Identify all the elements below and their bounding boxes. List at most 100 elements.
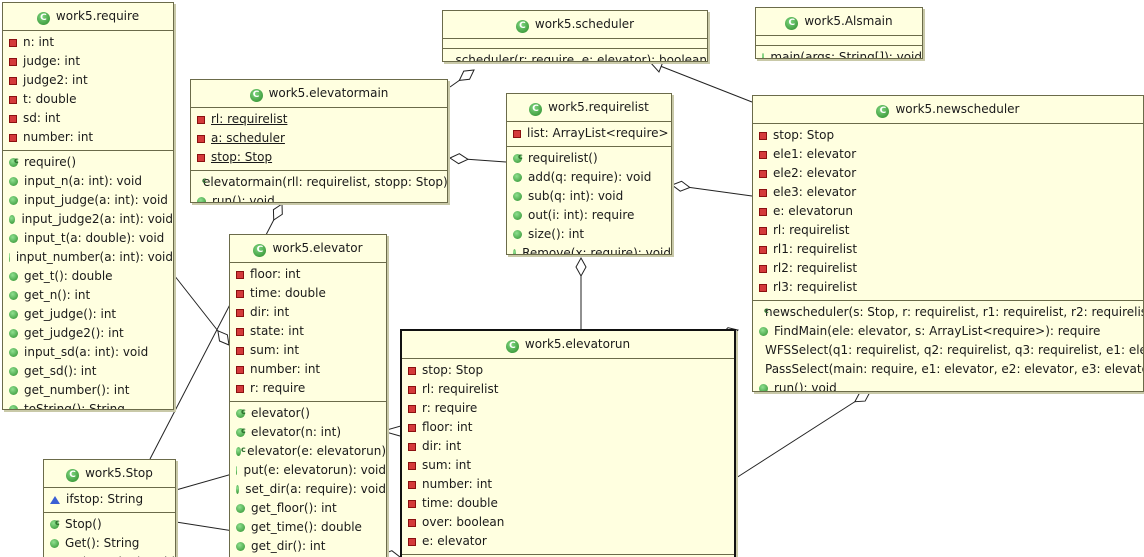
attribute-row[interactable]: ele2: elevator bbox=[753, 164, 1143, 183]
operation-row[interactable]: run(): void bbox=[753, 379, 1143, 391]
operation-row[interactable]: toString(): String bbox=[3, 400, 173, 409]
operation-row[interactable]: get_judge2(): int bbox=[3, 324, 173, 343]
operation-row[interactable]: WFSSelect(q1: requirelist, q2: requireli… bbox=[753, 341, 1143, 360]
operation-row[interactable]: get_n(): int bbox=[3, 286, 173, 305]
operation-row[interactable]: requirelist() bbox=[507, 147, 671, 168]
operation-row[interactable]: FindMain(ele: elevator, s: ArrayList<req… bbox=[753, 322, 1143, 341]
operation-row[interactable]: scheduler(r: require, e: elevator): bool… bbox=[443, 51, 707, 61]
attribute-text: rl1: requirelist bbox=[773, 242, 858, 256]
operation-text: run(): void bbox=[212, 194, 275, 203]
attribute-row[interactable]: number: int bbox=[230, 360, 386, 379]
attribute-row[interactable]: rl2: requirelist bbox=[753, 259, 1143, 278]
attribute-row[interactable]: floor: int bbox=[402, 418, 734, 437]
attribute-row[interactable]: sum: int bbox=[230, 341, 386, 360]
operation-row[interactable]: input_n(a: int): void bbox=[3, 172, 173, 191]
operations-section: elevatormain(rll: requirelist, stopp: St… bbox=[191, 171, 447, 203]
public-method-icon bbox=[236, 542, 245, 551]
attribute-row[interactable]: a: scheduler bbox=[191, 129, 447, 148]
attribute-row[interactable]: time: double bbox=[230, 284, 386, 303]
operation-row[interactable]: add(q: require): void bbox=[507, 168, 671, 187]
operation-row[interactable]: Remove(x: require): void bbox=[507, 244, 671, 254]
operation-row[interactable]: get_sd(): int bbox=[3, 362, 173, 381]
operation-row[interactable]: out(i: int): require bbox=[507, 206, 671, 225]
operation-row[interactable]: elevator(e: elevatorun) bbox=[230, 440, 386, 461]
attribute-row[interactable]: rl: requirelist bbox=[753, 221, 1143, 240]
attribute-row[interactable]: over: boolean bbox=[402, 513, 734, 532]
attribute-row[interactable]: rl1: requirelist bbox=[753, 240, 1143, 259]
attribute-row[interactable]: number: int bbox=[3, 128, 173, 147]
attribute-row[interactable]: number: int bbox=[402, 475, 734, 494]
attribute-row[interactable]: judge2: int bbox=[3, 71, 173, 90]
operation-row[interactable]: run(): void bbox=[191, 192, 447, 203]
operation-row[interactable]: input_judge2(a: int): void bbox=[3, 210, 173, 229]
operation-row[interactable]: PassSelect(main: require, e1: elevator, … bbox=[753, 360, 1143, 379]
operation-row[interactable]: Stop() bbox=[44, 513, 175, 534]
attribute-row[interactable]: r: require bbox=[230, 379, 386, 398]
attribute-row[interactable]: ele3: elevator bbox=[753, 183, 1143, 202]
attribute-row[interactable]: list: ArrayList<require> bbox=[507, 124, 671, 143]
operation-row[interactable]: get_time(): double bbox=[230, 518, 386, 537]
aggregation-diamond bbox=[670, 180, 691, 192]
operation-row[interactable]: Set(a: String): void bbox=[44, 553, 175, 557]
attribute-row[interactable]: sum: int bbox=[402, 456, 734, 475]
attribute-row[interactable]: stop: Stop bbox=[191, 148, 447, 167]
attribute-row[interactable]: rl3: requirelist bbox=[753, 278, 1143, 297]
attribute-row[interactable]: sd: int bbox=[3, 109, 173, 128]
attribute-row[interactable]: t: double bbox=[3, 90, 173, 109]
attribute-row[interactable]: stop: Stop bbox=[753, 126, 1143, 145]
attribute-row[interactable]: stop: Stop bbox=[402, 361, 734, 380]
operation-row[interactable]: main(args: String[]): void bbox=[756, 48, 922, 58]
operation-row[interactable]: set_dir(a: require): void bbox=[230, 480, 386, 499]
attribute-row[interactable]: ele1: elevator bbox=[753, 145, 1143, 164]
attribute-row[interactable]: time: double bbox=[402, 494, 734, 513]
attribute-row[interactable]: judge: int bbox=[3, 52, 173, 71]
attribute-row[interactable]: dir: int bbox=[402, 437, 734, 456]
attribute-row[interactable]: state: int bbox=[230, 322, 386, 341]
operation-row[interactable]: input_number(a: int): void bbox=[3, 248, 173, 267]
operation-row[interactable]: input_judge(a: int): void bbox=[3, 191, 173, 210]
attribute-row[interactable]: dir: int bbox=[230, 303, 386, 322]
operation-row[interactable]: get_judge(): int bbox=[3, 305, 173, 324]
operation-row[interactable]: put(e: elevatorun): void bbox=[230, 461, 386, 480]
operation-row[interactable]: get_dir(): int bbox=[230, 537, 386, 556]
operation-row[interactable]: get_floor(): int bbox=[230, 499, 386, 518]
attribute-row[interactable]: n: int bbox=[3, 33, 173, 52]
operation-row[interactable]: elevatormain(rll: requirelist, stopp: St… bbox=[191, 171, 447, 192]
attribute-row[interactable]: floor: int bbox=[230, 265, 386, 284]
attribute-row[interactable]: rl: requirelist bbox=[402, 380, 734, 399]
attribute-row[interactable]: rl: requirelist bbox=[191, 110, 447, 129]
operation-row[interactable]: require() bbox=[3, 151, 173, 172]
operation-row[interactable]: get_t(): double bbox=[3, 267, 173, 286]
operation-row[interactable]: size(): int bbox=[507, 225, 671, 244]
operation-row[interactable]: input_t(a: double): void bbox=[3, 229, 173, 248]
attribute-row[interactable]: e: elevatorun bbox=[753, 202, 1143, 221]
operation-row[interactable]: input_sd(a: int): void bbox=[3, 343, 173, 362]
attribute-row[interactable]: ifstop: String bbox=[44, 490, 175, 509]
operation-row[interactable]: Get(): String bbox=[44, 534, 175, 553]
attribute-row[interactable]: e: elevator bbox=[402, 532, 734, 551]
operation-row[interactable]: newscheduler(s: Stop, r: requirelist, r1… bbox=[753, 301, 1143, 322]
attribute-row[interactable]: r: require bbox=[402, 399, 734, 418]
operation-row[interactable]: elevator(n: int) bbox=[230, 421, 386, 442]
operation-row[interactable]: get_number(): int bbox=[3, 381, 173, 400]
operation-row[interactable]: sub(q: int): void bbox=[507, 187, 671, 206]
operation-row[interactable]: elevator() bbox=[230, 402, 386, 423]
